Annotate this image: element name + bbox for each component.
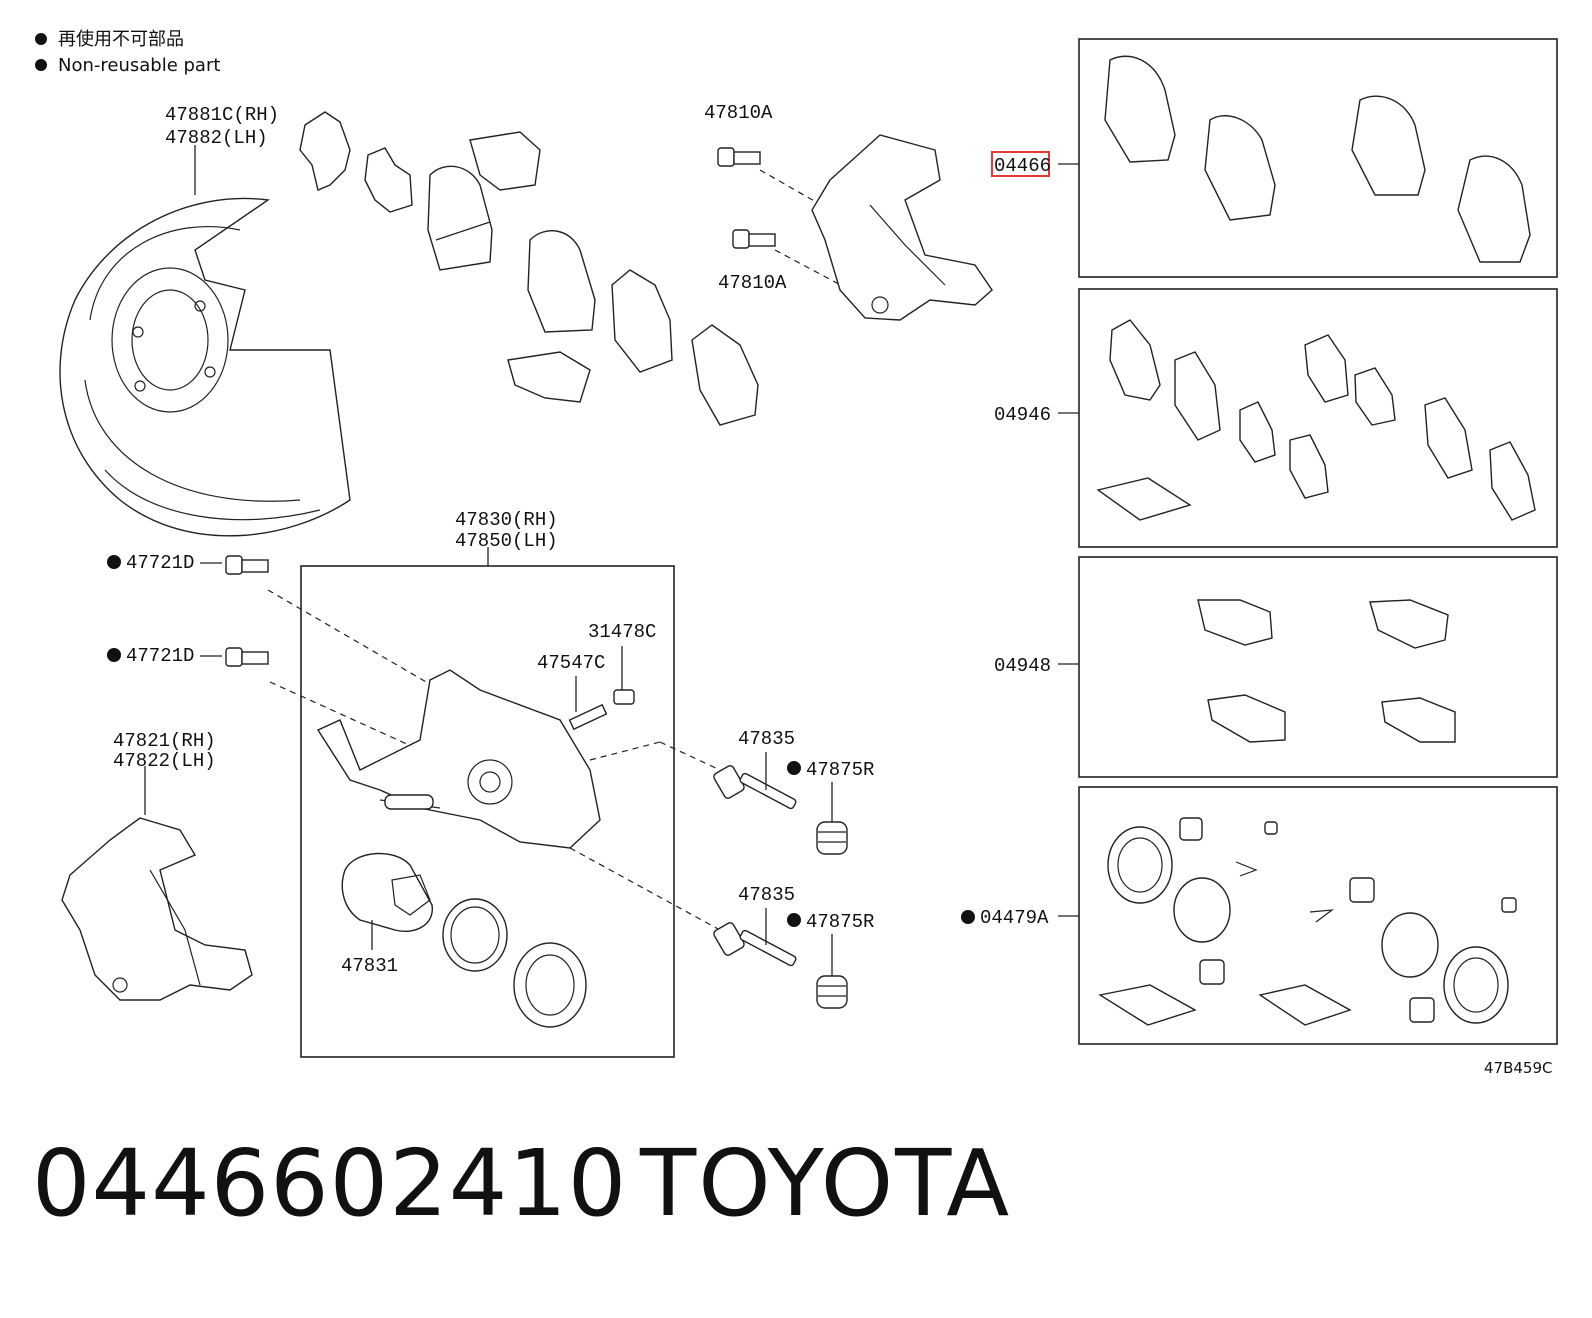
label-pad-kit: 04466	[994, 155, 1051, 177]
non-reusable-dot-icon	[787, 913, 801, 927]
label-mounting-rh: 47821(RH)	[113, 730, 216, 752]
label-bolt-721-b: 47721D	[126, 645, 194, 667]
bolt-bottom	[732, 229, 776, 249]
label-slide-pin-a: 47835	[738, 728, 795, 750]
label-backing-plate-lh: 47882(LH)	[165, 127, 268, 149]
non-reusable-dot-icon	[787, 761, 801, 775]
non-reusable-dot-icon	[107, 648, 121, 662]
cylinder-kit-contents	[1098, 817, 1517, 1026]
label-mounting-lh: 47822(LH)	[113, 750, 216, 772]
pad-shim-group	[299, 111, 759, 426]
non-reusable-dot-icon	[107, 555, 121, 569]
piston	[341, 852, 433, 932]
legend-dot-icon	[35, 33, 47, 45]
pad-kit-highlight	[991, 151, 1050, 177]
piston-seal	[442, 898, 508, 972]
piston-boot	[513, 942, 587, 1028]
bleeder-plug	[568, 703, 608, 731]
footer-part-number: 0446602410	[32, 1130, 628, 1237]
label-fitting-kit: 04946	[994, 404, 1051, 426]
backing-plate	[59, 197, 351, 537]
legend: 再使用不可部品 Non-reusable part	[35, 29, 220, 76]
fitting-kit-box	[1078, 288, 1558, 548]
bolt-721-b	[225, 647, 269, 667]
label-bleeder-plug: 47547C	[537, 652, 605, 674]
non-reusable-dot-icon	[961, 910, 975, 924]
boot-a	[816, 821, 848, 855]
slide-pin-a	[713, 765, 797, 810]
bolt-top	[717, 147, 761, 167]
label-boot-a: 47875R	[806, 759, 874, 781]
label-boot-b: 47875R	[806, 911, 874, 933]
label-caliper-rh: 47830(RH)	[455, 509, 558, 531]
caliper-body	[316, 669, 601, 849]
caliper-bracket-top	[811, 134, 993, 321]
pad-kit-box	[1078, 38, 1558, 278]
footer-brand: TOYOTA	[640, 1130, 1012, 1237]
slide-pin-b	[713, 922, 797, 967]
label-cylinder-kit: 04479A	[980, 907, 1049, 929]
bolt-721-a	[225, 555, 269, 575]
diagram-id: 47B459C	[1484, 1059, 1552, 1077]
label-backing-plate-rh: 47881C(RH)	[165, 104, 279, 126]
clip-kit-contents	[1197, 599, 1456, 743]
boot-b	[816, 975, 848, 1009]
clip-kit-box	[1078, 556, 1558, 778]
caliper-mounting	[61, 817, 253, 1001]
fitting-kit-contents	[1096, 319, 1536, 521]
label-clip-kit: 04948	[994, 655, 1051, 677]
label-piston: 47831	[341, 955, 398, 977]
label-slide-pin-b: 47835	[738, 884, 795, 906]
legend-dot-icon	[35, 59, 47, 71]
legend-jp: 再使用不可部品	[58, 29, 184, 50]
legend-en: Non-reusable part	[58, 55, 220, 76]
label-bolt-721-a: 47721D	[126, 552, 194, 574]
bleeder-cap	[613, 689, 635, 705]
pad-kit-contents	[1104, 55, 1531, 263]
label-caliper-lh: 47850(LH)	[455, 530, 558, 552]
label-bolt-bottom: 47810A	[718, 272, 787, 294]
label-bolt-top: 47810A	[704, 102, 773, 124]
label-bleeder-cap: 31478C	[588, 621, 656, 643]
